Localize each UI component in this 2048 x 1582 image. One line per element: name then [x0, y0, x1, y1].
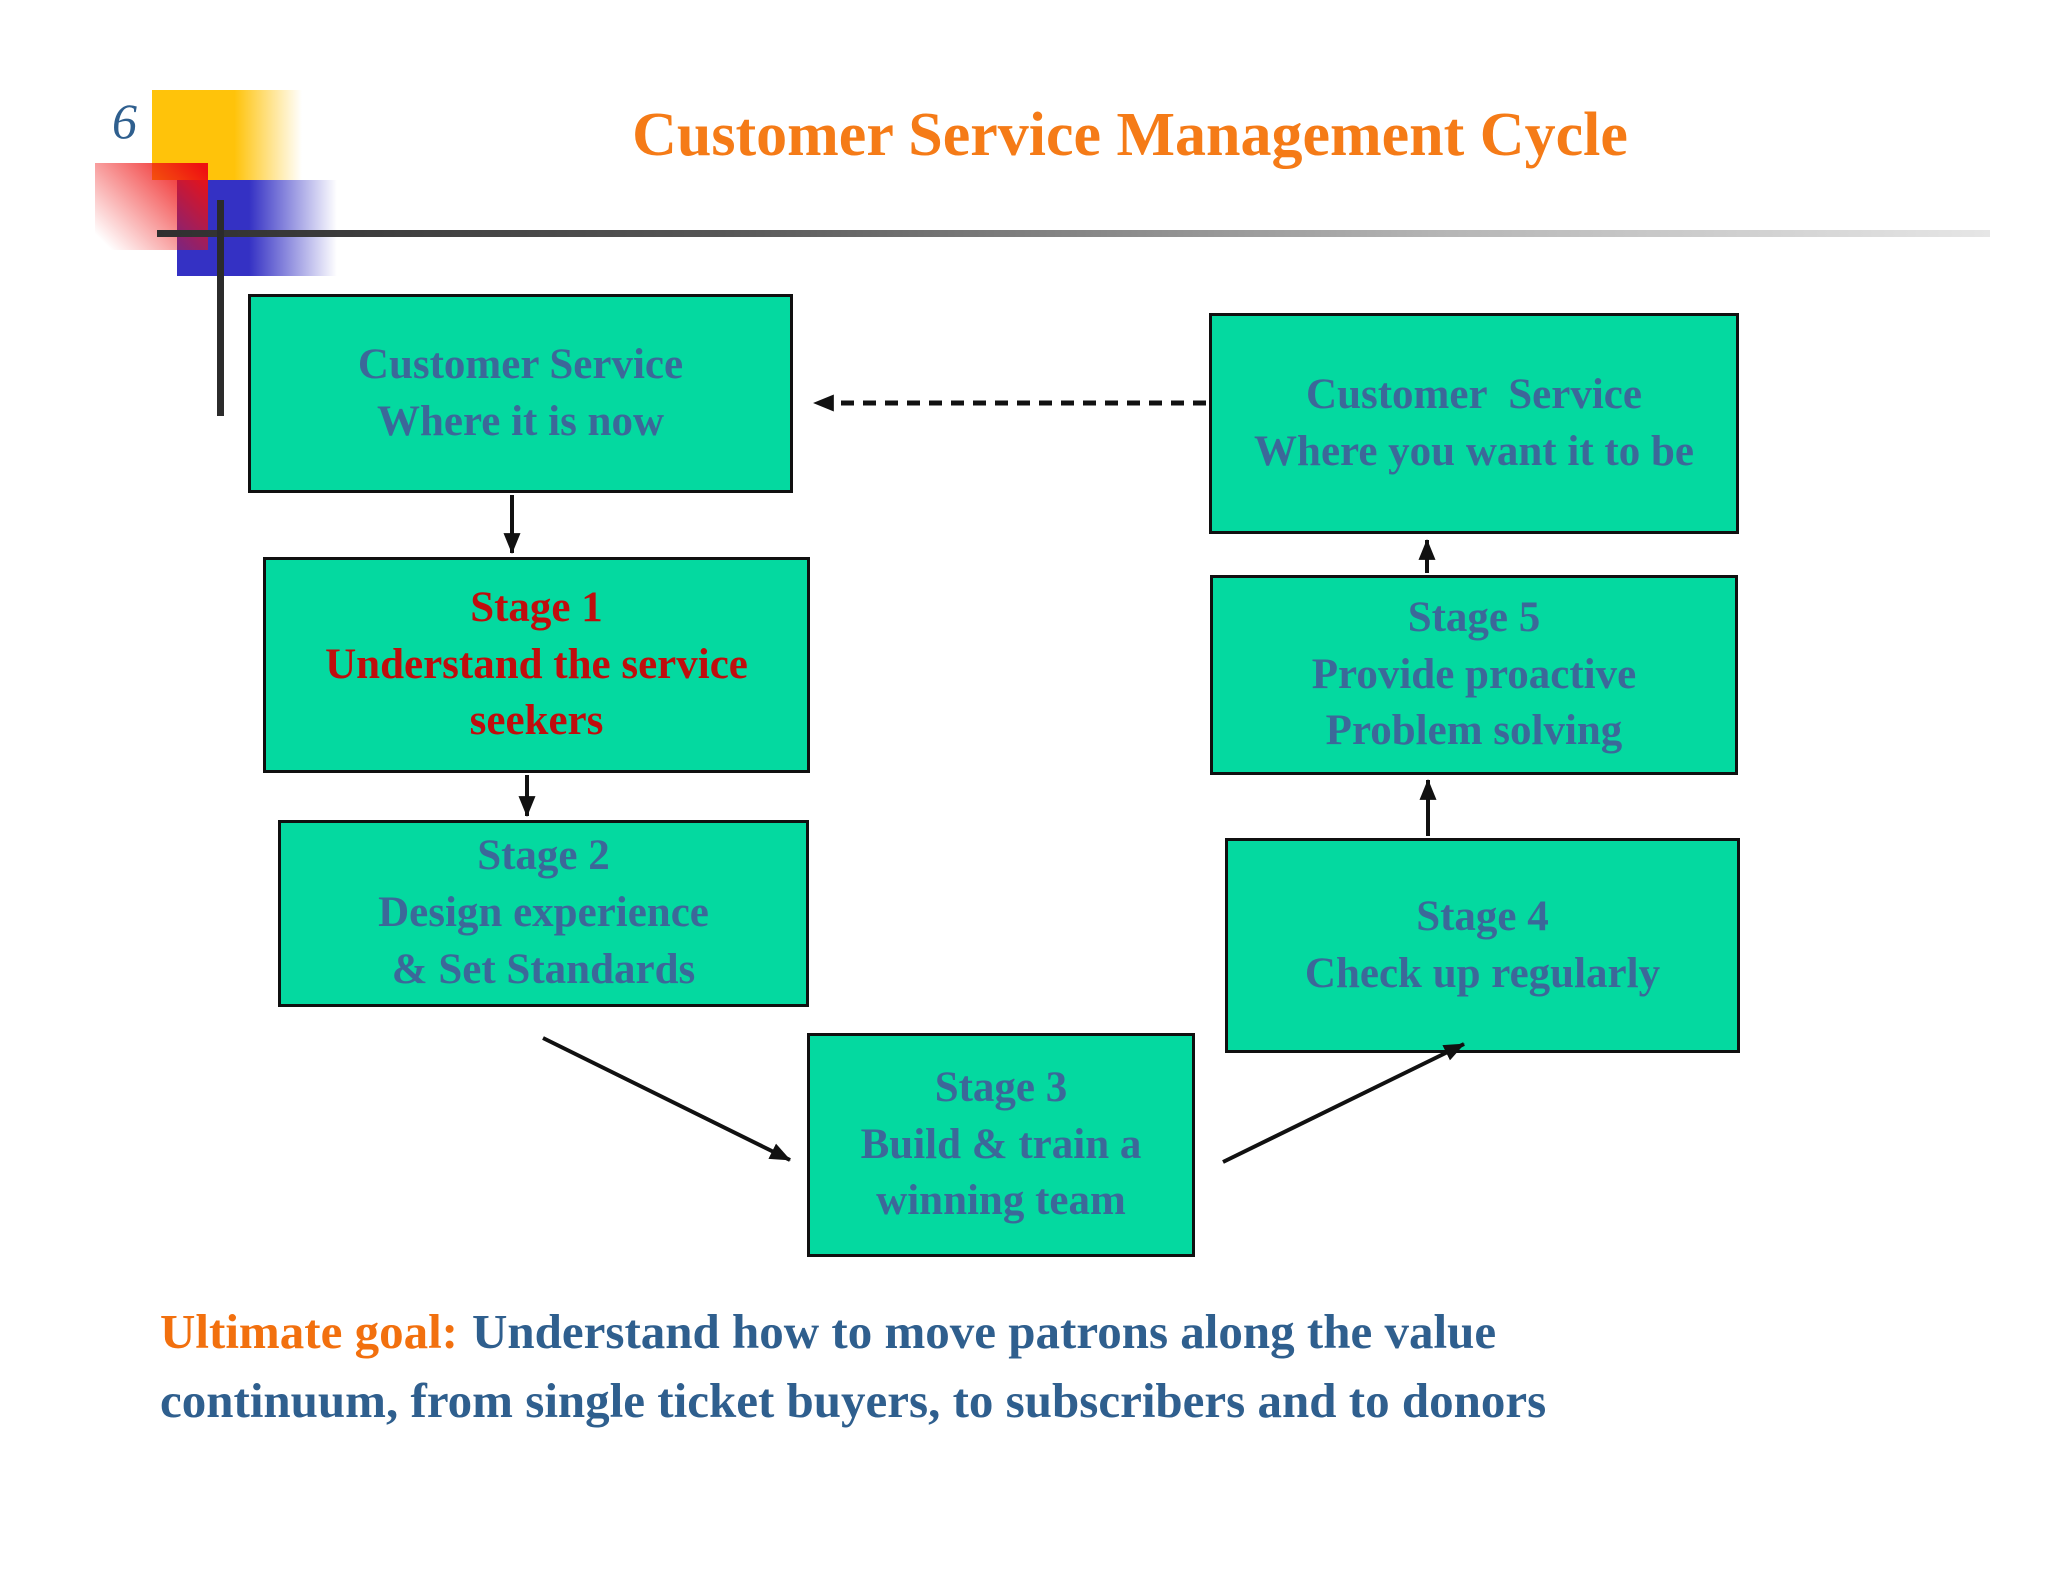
- box-line: Stage 3: [934, 1063, 1068, 1111]
- box-line: Customer Service: [357, 340, 684, 388]
- box-line: Problem solving: [1325, 707, 1623, 755]
- box-stage-2: Stage 2 Design experience & Set Standard…: [278, 820, 809, 1007]
- box-line: Customer Service: [1306, 370, 1642, 418]
- box-line: Understand the service: [325, 640, 748, 688]
- box-stage-4: Stage 4 Check up regularly: [1225, 838, 1740, 1053]
- box-stage-1: Stage 1 Understand the service seekers: [263, 557, 810, 773]
- box-line: Stage 1: [470, 583, 603, 631]
- arrow-stage2-to-stage3-icon: [542, 1036, 791, 1162]
- box-line: winning team: [876, 1177, 1126, 1225]
- box-line: Stage 5: [1407, 593, 1541, 641]
- decor-horizontal-rule: [157, 230, 1990, 237]
- arrow-stage3-to-stage4-icon: [1222, 1042, 1465, 1164]
- goal-line-2: continuum, from single ticket buyers, to…: [160, 1372, 1547, 1428]
- goal-line-1-text: Understand how to move patrons along the…: [472, 1304, 1497, 1359]
- box-line: Stage 2: [477, 832, 610, 880]
- ultimate-goal-text: Ultimate goal: Understand how to move pat…: [160, 1298, 1920, 1435]
- box-line: Where you want it to be: [1254, 427, 1694, 475]
- box-line: Build & train a: [860, 1120, 1142, 1168]
- goal-label: Ultimate goal:: [160, 1304, 458, 1359]
- box-customer-service-now: Customer Service Where it is now: [248, 294, 793, 493]
- box-customer-service-target: Customer Service Where you want it to be: [1209, 313, 1739, 534]
- box-line: Design experience: [378, 889, 709, 937]
- box-line: Provide proactive: [1311, 650, 1637, 698]
- box-stage-5: Stage 5 Provide proactive Problem solvin…: [1210, 575, 1738, 775]
- box-line: & Set Standards: [391, 945, 696, 993]
- box-line: seekers: [469, 697, 604, 745]
- decor-vertical-rule: [217, 200, 224, 416]
- goal-line-1: Ultimate goal: Understand how to move pat…: [160, 1298, 1920, 1367]
- slide-page-number: 6: [112, 93, 137, 149]
- box-line: Where it is now: [376, 397, 665, 445]
- box-line: Check up regularly: [1304, 949, 1661, 997]
- slide-title: Customer Service Management Cycle: [632, 101, 1628, 169]
- box-stage-3: Stage 3 Build & train a winning team: [807, 1033, 1195, 1257]
- box-line: Stage 4: [1416, 892, 1549, 940]
